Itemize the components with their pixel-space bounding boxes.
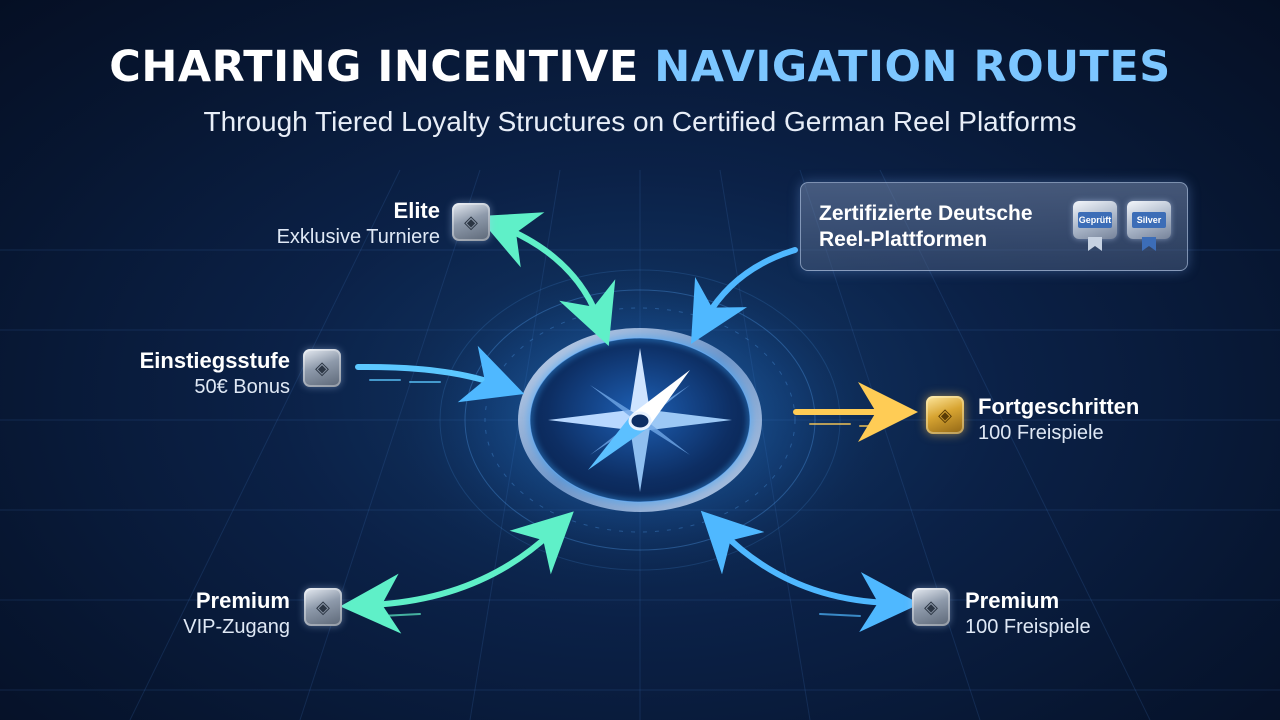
- arrow-elite: [477, 212, 616, 347]
- tier-perk: 100 Freispiele: [978, 422, 1104, 445]
- tier-entry: Einstiegsstufe 50€ Bonus: [60, 348, 290, 400]
- certification-seal-icon: Geprüft: [1073, 201, 1117, 239]
- diamond-badge-icon: ◈: [303, 349, 341, 387]
- tier-name: Premium: [195, 588, 290, 613]
- tier-perk: Exklusive Turniere: [276, 226, 440, 249]
- diamond-badge-icon: ◈: [926, 396, 964, 434]
- tier-name: Fortgeschritten: [978, 394, 1140, 419]
- tier-name: Einstiegsstufe: [139, 348, 290, 373]
- tier-advanced: Fortgeschritten 100 Freispiele: [978, 394, 1218, 446]
- orbit-rings: [439, 269, 841, 571]
- diamond-badge-icon: ◈: [304, 588, 342, 626]
- seal-ribbon: [1088, 237, 1102, 251]
- tier-name: Elite: [393, 198, 440, 223]
- diamond-badge-icon: ◈: [912, 588, 950, 626]
- diamond-badge-icon: ◈: [452, 203, 490, 241]
- tier-perk: VIP-Zugang: [183, 616, 290, 639]
- compass-icon: [518, 328, 762, 512]
- arrow-certification: [690, 247, 798, 344]
- seal-label: Geprüft: [1078, 212, 1112, 228]
- tier-premium-left: Premium VIP-Zugang: [80, 588, 290, 640]
- tier-name: Premium: [965, 588, 1060, 613]
- tier-perk: 50€ Bonus: [194, 376, 290, 399]
- arrow-premium-left: [340, 511, 574, 634]
- tier-elite: Elite Exklusive Turniere: [230, 198, 440, 250]
- page-title: CHARTING INCENTIVE NAVIGATION ROUTES: [0, 42, 1280, 92]
- certification-line2: Reel-Plattformen: [819, 228, 988, 252]
- page-subtitle: Through Tiered Loyalty Structures on Cer…: [203, 106, 1077, 137]
- certification-panel: Zertifizierte Deutsche Reel-Plattformen …: [800, 182, 1188, 271]
- tier-premium-right: Premium 100 Freispiele: [965, 588, 1185, 640]
- title-part-white: CHARTING INCENTIVE: [109, 42, 639, 92]
- certification-line1: Zertifizierte Deutsche: [819, 202, 1033, 225]
- seal-label: Silver: [1132, 212, 1166, 228]
- title-part-blue: NAVIGATION ROUTES: [654, 42, 1171, 92]
- arrow-premium-right: [700, 510, 920, 633]
- seal-ribbon: [1142, 237, 1156, 251]
- arrow-entry: [355, 345, 525, 403]
- certification-text: Zertifizierte Deutsche Reel-Plattformen: [819, 201, 1033, 254]
- tier-perk: 100 Freispiele: [965, 616, 1091, 639]
- certification-seal-icon: Silver: [1127, 201, 1171, 239]
